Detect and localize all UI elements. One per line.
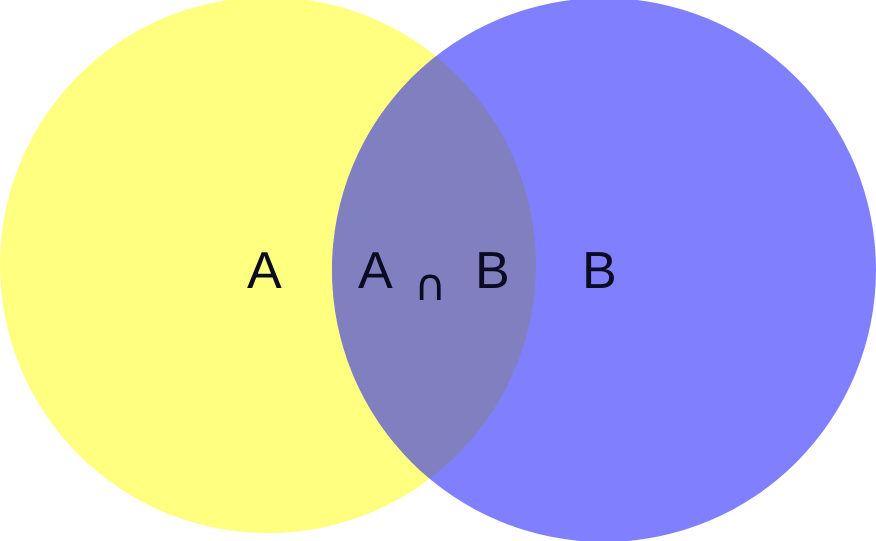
intersection-label-right: B [475,242,510,300]
intersection-label-left: A [358,242,393,300]
intersection-symbol: ∩ [414,260,446,311]
set-a-label: A [247,242,282,300]
set-b-label: B [582,242,617,300]
intersection-region [332,0,536,533]
